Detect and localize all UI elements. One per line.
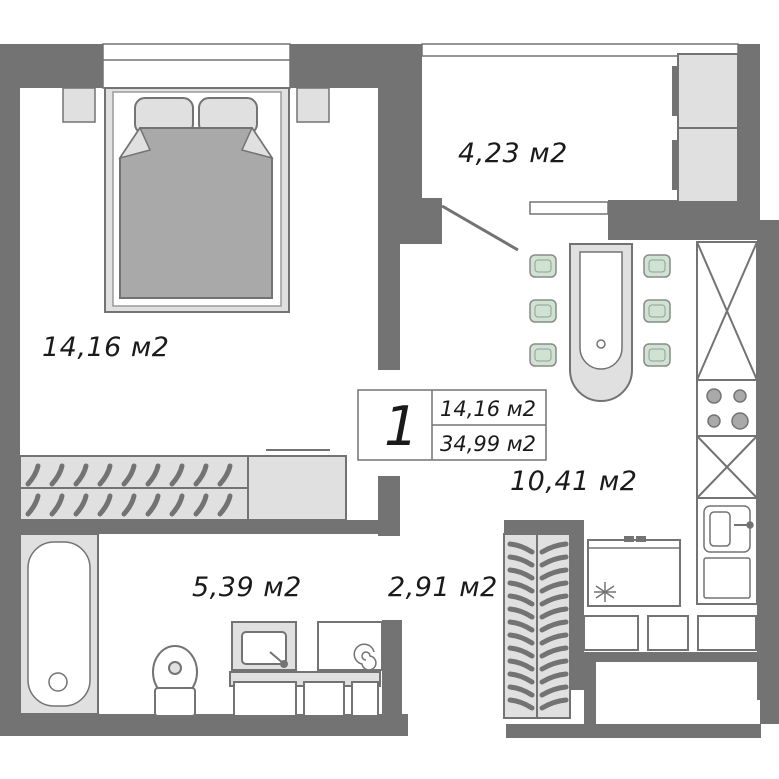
hanger	[507, 645, 535, 659]
kitchen-area-label: 10,41 м2	[510, 466, 637, 497]
hanger	[539, 580, 569, 594]
walls	[0, 44, 779, 738]
hanger	[539, 593, 569, 607]
balcony-door	[441, 201, 609, 252]
hanger	[145, 463, 161, 487]
hanger	[25, 493, 41, 517]
hanger	[507, 632, 535, 646]
hanger	[169, 463, 185, 487]
hanger	[539, 645, 569, 659]
chair	[643, 254, 671, 278]
hanger	[73, 463, 89, 487]
hanger	[169, 493, 185, 517]
hanger	[539, 554, 569, 568]
balcony-area-label: 4,23 м2	[458, 138, 568, 169]
balcony-cabinet	[672, 53, 739, 203]
chair	[529, 343, 557, 367]
hanger	[507, 567, 535, 581]
kitchen-lower-shelves	[583, 615, 757, 651]
bathroom-sink	[231, 621, 297, 671]
wardrobe-hall	[503, 533, 571, 719]
hanger	[507, 658, 535, 672]
hanger	[507, 593, 535, 607]
hall-area-label: 2,91 м2	[388, 572, 498, 603]
hanger	[25, 463, 41, 487]
hanger	[121, 463, 137, 487]
hanger	[539, 541, 569, 555]
hanger	[121, 493, 137, 517]
washing-cabinet	[587, 536, 681, 607]
stove-icon	[706, 388, 749, 430]
hanger	[539, 684, 569, 698]
hanger	[507, 554, 535, 568]
hanger	[539, 567, 569, 581]
rooms-count: 1	[384, 395, 418, 458]
windows	[102, 43, 739, 89]
hanger	[539, 606, 569, 620]
sink-icon	[703, 505, 754, 599]
hanger	[507, 606, 535, 620]
chair	[643, 299, 671, 323]
bed	[62, 87, 330, 313]
toilet-icon	[152, 645, 198, 717]
hanger	[145, 493, 161, 517]
hanger	[193, 463, 209, 487]
bathroom-shelves	[229, 671, 381, 717]
hanger	[507, 541, 535, 555]
hanger	[217, 493, 233, 517]
hanger	[507, 580, 535, 594]
hanger	[539, 658, 569, 672]
wardrobe-bedroom	[19, 449, 347, 521]
hanger	[49, 463, 65, 487]
hanger	[539, 632, 569, 646]
hanger	[217, 463, 233, 487]
hanger	[539, 619, 569, 633]
chair	[529, 254, 557, 278]
hanger	[73, 493, 89, 517]
bedroom-area-label: 14,16 м2	[42, 332, 169, 363]
hanger	[507, 671, 535, 685]
water-heater	[317, 621, 383, 671]
living-area-value: 14,16 м2	[440, 397, 536, 421]
chairs	[529, 254, 671, 367]
hanger	[97, 463, 113, 487]
hanger	[539, 697, 569, 711]
chair	[643, 343, 671, 367]
total-area-value: 34,99 м2	[440, 432, 536, 456]
chair	[529, 299, 557, 323]
bathroom-area-label: 5,39 м2	[192, 572, 302, 603]
hanger	[507, 697, 535, 711]
hanger	[97, 493, 113, 517]
hanger	[507, 684, 535, 698]
apartment-legend: 1 14,16 м2 34,99 м2	[357, 389, 547, 461]
dining-table	[569, 243, 633, 402]
hanger	[507, 619, 535, 633]
hanger	[49, 493, 65, 517]
hanger	[539, 671, 569, 685]
bathtub	[19, 533, 99, 715]
hanger	[193, 493, 209, 517]
